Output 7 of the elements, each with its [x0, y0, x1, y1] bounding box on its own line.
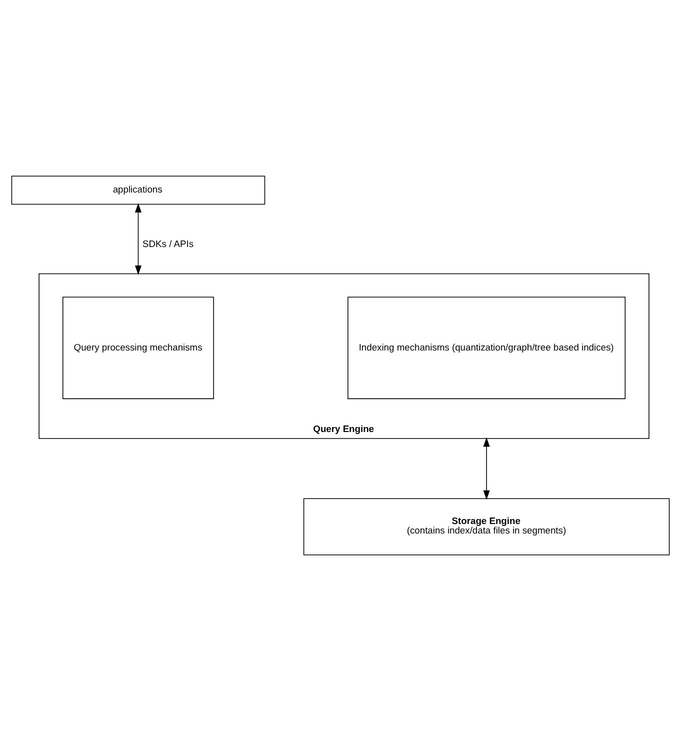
node-box: Indexing mechanisms (quantization/graph/tree based indices): [348, 296, 626, 400]
edge-label: SDKs / APIs: [142, 238, 194, 249]
node-box: Query processing mechanisms: [62, 296, 214, 400]
arrow: [134, 203, 142, 275]
node-box: Storage Engine (contains index/data files in segments): [303, 498, 670, 556]
arrow: [483, 437, 490, 500]
node-box: applications: [11, 176, 266, 205]
